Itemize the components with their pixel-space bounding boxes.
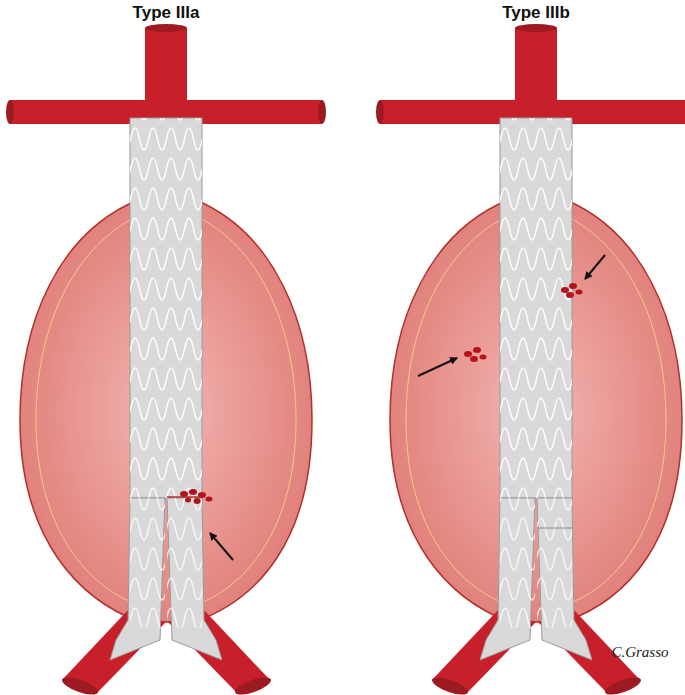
- panel-heading: Type IIIb: [502, 3, 570, 23]
- artist-signature: C.Grasso: [611, 644, 668, 661]
- panel-heading: Type IIIa: [133, 3, 200, 23]
